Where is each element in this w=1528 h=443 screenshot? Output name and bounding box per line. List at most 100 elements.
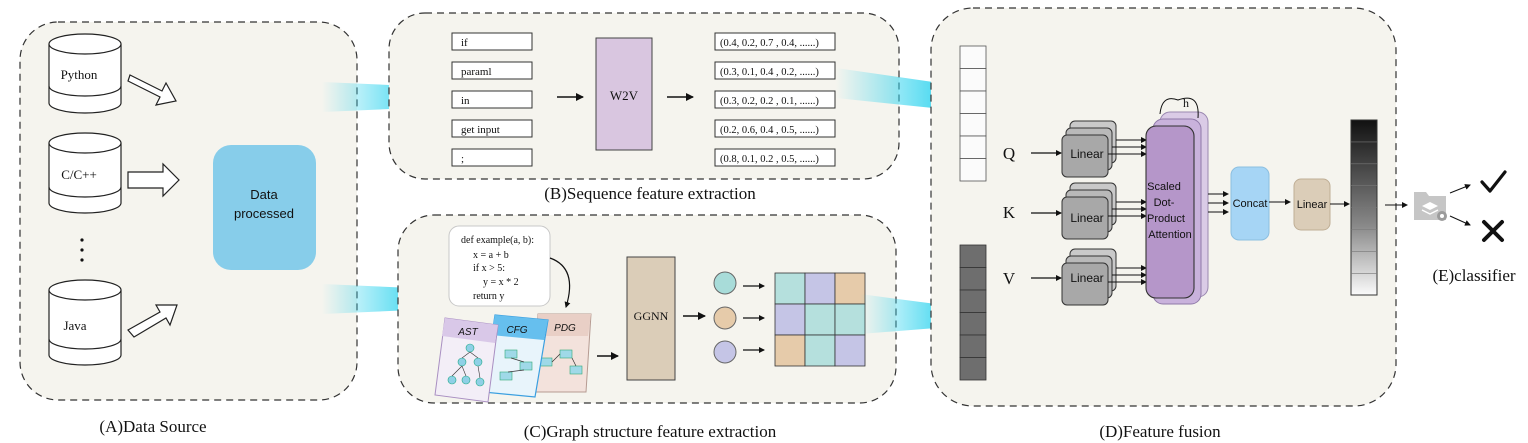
v-label: V [1003,269,1016,288]
heads-label: h [1183,96,1189,110]
w2v-label: W2V [610,88,639,103]
matrix-cell [804,334,836,367]
vector-cell [959,113,987,137]
concat-box [1230,166,1270,241]
linear-label: Linear [1070,271,1103,285]
check-icon [1480,170,1507,193]
code-line: x = a + b [473,250,509,261]
vector-cell [959,68,987,92]
token-list: if paraml in get input; [451,32,533,167]
w2v-box [595,37,653,151]
vector-cell [959,135,987,159]
graph-card-cfg: CFG [482,314,549,398]
token-label: get input [461,124,500,136]
feature-matrix [774,272,866,367]
code-line: y = x * 2 [483,277,519,288]
token-box [451,32,533,51]
attention-label: Product [1147,213,1185,225]
vector-cell [959,312,987,336]
sequence-feature-vector [959,45,987,182]
caption-b: (B)Sequence feature extraction [544,184,756,203]
token-label: paraml [461,66,492,78]
matrix-cell [774,272,806,305]
vector-cell [959,267,987,291]
ggnn-box [626,256,676,381]
fused-feature-vector [1350,119,1378,296]
hollow-arrow-icon [127,162,180,198]
vector-cell [959,289,987,313]
vector-cell [959,357,987,381]
linear-output-label: Linear [1297,199,1328,211]
token-box [451,148,533,167]
code-snippet-card [448,225,551,307]
vector-label: (0.8, 0.1, 0.2 , 0.5, ......) [720,154,819,165]
panel-sequence-extraction: if paraml in get input; W2V (0.4, 0.2, 0.7 … [388,12,900,203]
token-label: in [461,95,470,107]
linear-to-attention-arrows [1108,137,1147,285]
cfg-label: CFG [506,325,527,336]
token-label: if [461,37,468,49]
matrix-cell [804,303,836,336]
code-line: if x > 5: [473,263,505,274]
node-embedding [713,340,737,364]
matrix-cell [774,334,806,367]
cpp-database-icon: C/C++ [48,132,122,214]
flow-arrow-sequence-to-fusion [836,68,955,116]
code-line: return y [473,291,504,302]
data-processed-label-1: Data [250,187,278,202]
panel-feature-fusion: Q K V Linear Linear Linear [930,7,1397,441]
vector-box [714,119,836,138]
panel-classifier: (E)classifier [1385,170,1516,285]
ellipsis-dots [80,238,84,262]
token-box [451,61,533,80]
vector-label: (0.2, 0.6, 0.4 , 0.5, ......) [720,125,819,136]
linear-label: Linear [1070,147,1103,161]
vector-box [714,61,836,80]
vector-cell [959,244,987,268]
vector-cell [959,90,987,114]
java-label: Java [63,318,86,333]
attention-label: Attention [1148,229,1191,241]
data-processed-label-2: processed [234,206,294,221]
code-snippet: def example(a, b): x = a + b if x > 5: y… [461,235,534,302]
hollow-arrow-icon [127,304,178,338]
cross-icon [1482,220,1504,242]
hollow-arrow-icon [127,74,177,106]
vector-label: (0.3, 0.1, 0.4 , 0.2, ......) [720,67,819,78]
arrow-to-accept [1449,184,1471,194]
graph-feature-vector [959,244,987,381]
classifier-icon [1414,192,1447,221]
token-box [451,119,533,138]
token-label: ; [461,153,464,165]
python-label: Python [61,67,98,82]
caption-d: (D)Feature fusion [1099,422,1221,441]
vector-label: (0.4, 0.2, 0.7 , 0.4, ......) [720,38,819,49]
vector-label: (0.3, 0.2, 0.2 , 0.1, ......) [720,96,819,107]
cpp-label: C/C++ [61,167,97,182]
curved-arrow-to-graphs [549,257,571,308]
arrow-to-reject [1449,215,1471,226]
java-database-icon: Java [48,279,122,366]
attention-to-concat-arrows [1208,191,1229,215]
token-box [451,90,533,109]
caption-c: (C)Graph structure feature extraction [524,422,777,441]
ast-label: AST [457,327,478,338]
vector-cell [959,45,987,69]
linear-stack-v: Linear [1061,248,1117,306]
data-processed-box [213,145,316,270]
linear-stack-k: Linear [1061,182,1117,240]
attention-stack: Scaled Dot- Product Attention h [1145,96,1209,305]
vector-box [714,90,836,109]
matrix-cell [804,272,836,305]
panel-data-source: Python C/C++ Java Data processed (A)Data… [19,21,358,436]
matrix-cell [774,303,806,336]
linear-stack-q: Linear [1061,120,1117,178]
caption-e: (E)classifier [1432,266,1515,285]
panel-graph-extraction: def example(a, b): x = a + b if x > 5: y… [397,214,897,441]
pdg-label: PDG [554,323,576,334]
ggnn-label: GGNN [634,309,669,323]
code-line: def example(a, b): [461,235,534,246]
vector-box [714,148,836,167]
graph-card-ast: AST [434,317,499,403]
